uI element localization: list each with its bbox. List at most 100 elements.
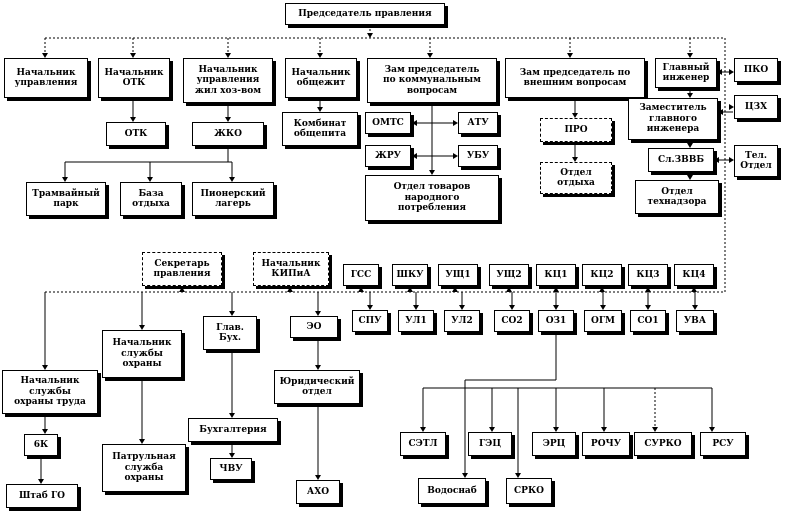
head-dormitory-box: Начальник общежит (285, 58, 357, 98)
arrowhead (453, 120, 458, 126)
arrowhead (687, 93, 693, 98)
tram-park-box: Трамвайный парк (26, 182, 106, 216)
arrowhead (42, 429, 48, 434)
arrowhead (315, 475, 321, 480)
ushch1-box: УЩ1 (438, 264, 478, 286)
arrowhead (42, 53, 48, 58)
ushch2-box: УЩ2 (489, 264, 529, 286)
tech-supervision-box: Отдел технадзора (635, 180, 719, 214)
legal-dept-box: Юридический отдел (274, 370, 360, 404)
ako-box: АХО (296, 480, 340, 504)
arrowhead (229, 177, 235, 182)
arrowhead (229, 311, 235, 316)
arrowhead (601, 427, 607, 432)
head-labor-safety-box: Начальник службы охраны труда (2, 370, 98, 414)
head-management-box: Начальник управления (4, 58, 88, 98)
arrowhead (452, 287, 458, 292)
recreation-base-box: База отдыха (120, 182, 182, 216)
consumer-goods-box: Отдел товаров народного потребления (365, 175, 499, 221)
arrowhead (179, 287, 185, 292)
pko-box: ПКО (734, 58, 778, 82)
arrowhead (315, 311, 321, 316)
deputy-external-box: Зам председатель по внешним вопросам (505, 58, 645, 98)
omts-box: ОМТС (365, 112, 411, 134)
arrowhead (62, 177, 68, 182)
arrowhead (412, 120, 417, 126)
arrowhead (147, 177, 153, 182)
arrowhead (462, 473, 468, 478)
atu-box: АТУ (458, 112, 498, 134)
so1-box: СО1 (630, 310, 666, 332)
board-secretary-box: Секретарь правления (142, 252, 222, 286)
arrowhead (315, 365, 321, 370)
rest-dept-box: Отдел отдыха (540, 162, 612, 194)
arrowhead (553, 427, 559, 432)
accounting-box: Бухгалтерия (188, 418, 278, 442)
patrol-security-box: Патрульная служба охраны (102, 444, 186, 492)
rsu-box: РСУ (700, 432, 746, 456)
arrowhead (572, 113, 578, 118)
deputy-chief-engineer-box: Заместитель главного инженера (628, 98, 718, 140)
chvu-box: ЧВУ (210, 458, 252, 480)
erts-box: ЭРЦ (532, 432, 576, 456)
bk-box: 6К (24, 434, 58, 456)
vodosnab-box: Водоснаб (418, 478, 486, 504)
arrowhead (413, 305, 419, 310)
shku-box: ШКУ (392, 264, 428, 286)
dorm-complex-box: Комбинат общепита (282, 112, 358, 146)
head-security-box: Начальник службы охраны (102, 330, 182, 378)
otk-box: ОТК (106, 122, 166, 146)
arrowhead (567, 53, 573, 58)
eo-box: ЭО (290, 316, 338, 338)
surko-box: СУРКО (634, 432, 692, 456)
srko-box: СРКО (506, 478, 552, 504)
ogm-box: ОГМ (584, 310, 622, 332)
head-kipia-box: Начальник КИПиА (253, 252, 329, 286)
ubu-box: УБУ (458, 145, 498, 167)
head-otk-box: Начальник ОТК (98, 58, 170, 98)
arrowhead (714, 157, 719, 163)
head-housing-box: Начальник управления жил хоз-вом (183, 58, 273, 103)
arrowhead (42, 365, 48, 370)
arrowhead (427, 53, 433, 58)
arrowhead (229, 453, 235, 458)
pro-box: ПРО (540, 118, 612, 142)
arrowhead (317, 53, 323, 58)
arrowhead (652, 427, 658, 432)
arrowhead (691, 287, 697, 292)
arrowhead (367, 305, 373, 310)
deputy-communal-box: Зам председатель по коммунальным вопроса… (367, 58, 497, 103)
so2-box: СО2 (494, 310, 530, 332)
kts2-box: КЦ2 (582, 264, 622, 286)
arrowhead (489, 427, 495, 432)
arrowhead (317, 107, 323, 112)
arrowhead (407, 287, 413, 292)
arrowhead (139, 439, 145, 444)
arrowhead (225, 117, 231, 122)
chairman-box: Председатель правления (285, 3, 445, 25)
setl-box: СЭТЛ (400, 432, 446, 456)
arrowhead (367, 33, 373, 38)
spu-box: СПУ (352, 310, 388, 332)
tszkh-box: ЦЗХ (734, 95, 778, 119)
kts3-box: КЦ3 (628, 264, 668, 286)
arrowhead (729, 69, 734, 75)
gss-box: ГСС (343, 264, 379, 286)
arrowhead (645, 287, 651, 292)
civil-defense-hq-box: Штаб ГО (6, 484, 78, 508)
arrowhead (572, 157, 578, 162)
arrowhead (429, 170, 435, 175)
rochu-box: РОЧУ (582, 432, 630, 456)
arrowhead (453, 153, 458, 159)
arrowhead (412, 153, 417, 159)
gets-box: ГЭЦ (468, 432, 512, 456)
arrowhead (287, 287, 293, 292)
arrowhead (718, 109, 723, 115)
arrowhead (692, 305, 698, 310)
os1-box: ОЗ1 (538, 310, 574, 332)
arrowhead (687, 53, 693, 58)
arrowhead (599, 287, 605, 292)
arrowhead (509, 305, 515, 310)
arrowhead (717, 69, 722, 75)
